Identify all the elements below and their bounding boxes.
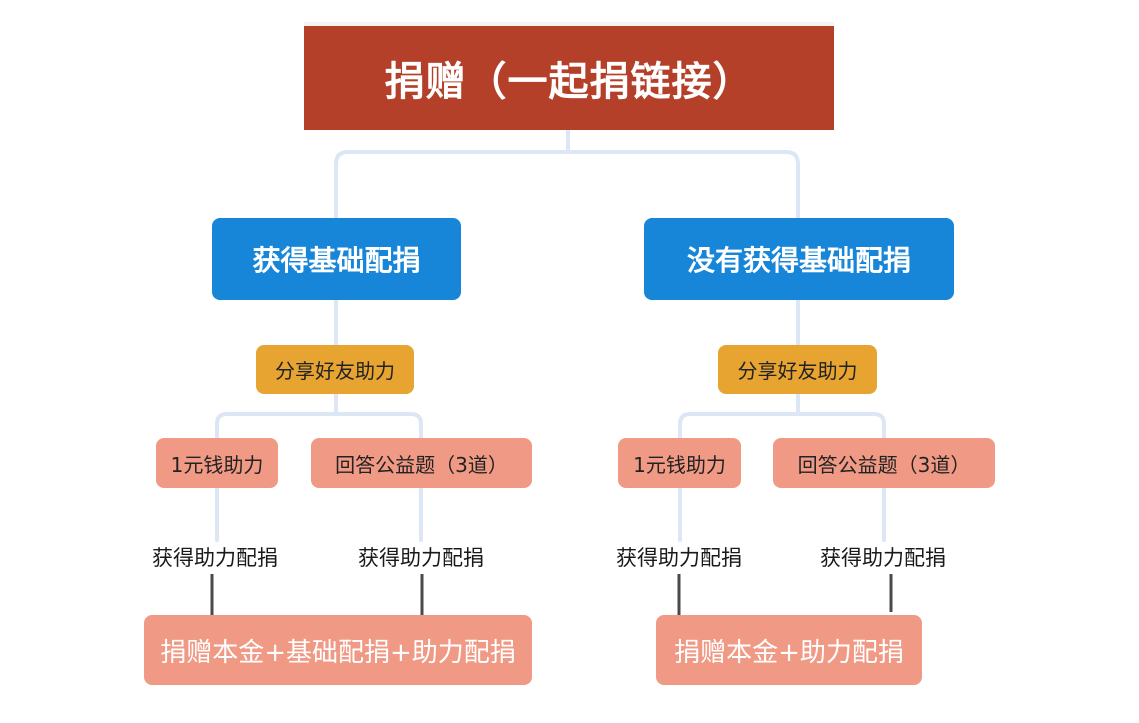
total-node-left: 捐赠本金+基础配捐+助力配捐 xyxy=(144,615,532,685)
branch-node-no-basic-match: 没有获得基础配捐 xyxy=(644,218,954,300)
option-node-left-quiz: 回答公益题（3道） xyxy=(311,438,532,488)
connector-root-bar xyxy=(334,150,800,220)
branch-title: 获得基础配捐 xyxy=(252,244,421,277)
root-title: 捐赠（一起捐链接） xyxy=(384,59,754,105)
connector-left-share-bar xyxy=(215,412,423,440)
result-text: 获得助力配捐 xyxy=(152,546,278,570)
result-text: 获得助力配捐 xyxy=(820,546,946,570)
share-label: 分享好友助力 xyxy=(737,359,858,383)
branch-node-basic-match: 获得基础配捐 xyxy=(212,218,461,300)
root-node: 捐赠（一起捐链接） xyxy=(304,22,834,130)
option-node-left-yuan: 1元钱助力 xyxy=(156,438,278,488)
result-label-right-1: 获得助力配捐 xyxy=(604,540,754,574)
total-label: 捐赠本金+助力配捐 xyxy=(674,637,904,668)
result-label-left-2: 获得助力配捐 xyxy=(346,540,496,574)
option-label: 1元钱助力 xyxy=(633,452,726,477)
result-text: 获得助力配捐 xyxy=(358,546,484,570)
option-node-right-quiz: 回答公益题（3道） xyxy=(773,438,995,488)
share-node-right: 分享好友助力 xyxy=(718,345,877,394)
option-label: 回答公益题（3道） xyxy=(797,452,971,477)
result-label-right-2: 获得助力配捐 xyxy=(808,540,958,574)
option-label: 回答公益题（3道） xyxy=(335,452,508,477)
connector-right-share-bar xyxy=(678,412,886,440)
total-node-right: 捐赠本金+助力配捐 xyxy=(656,615,922,685)
result-text: 获得助力配捐 xyxy=(616,546,742,570)
branch-title: 没有获得基础配捐 xyxy=(686,244,911,277)
result-label-left-1: 获得助力配捐 xyxy=(140,540,290,574)
option-label: 1元钱助力 xyxy=(170,452,264,477)
option-node-right-yuan: 1元钱助力 xyxy=(618,438,741,488)
total-label: 捐赠本金+基础配捐+助力配捐 xyxy=(160,637,516,668)
share-label: 分享好友助力 xyxy=(275,359,395,383)
share-node-left: 分享好友助力 xyxy=(256,345,414,394)
